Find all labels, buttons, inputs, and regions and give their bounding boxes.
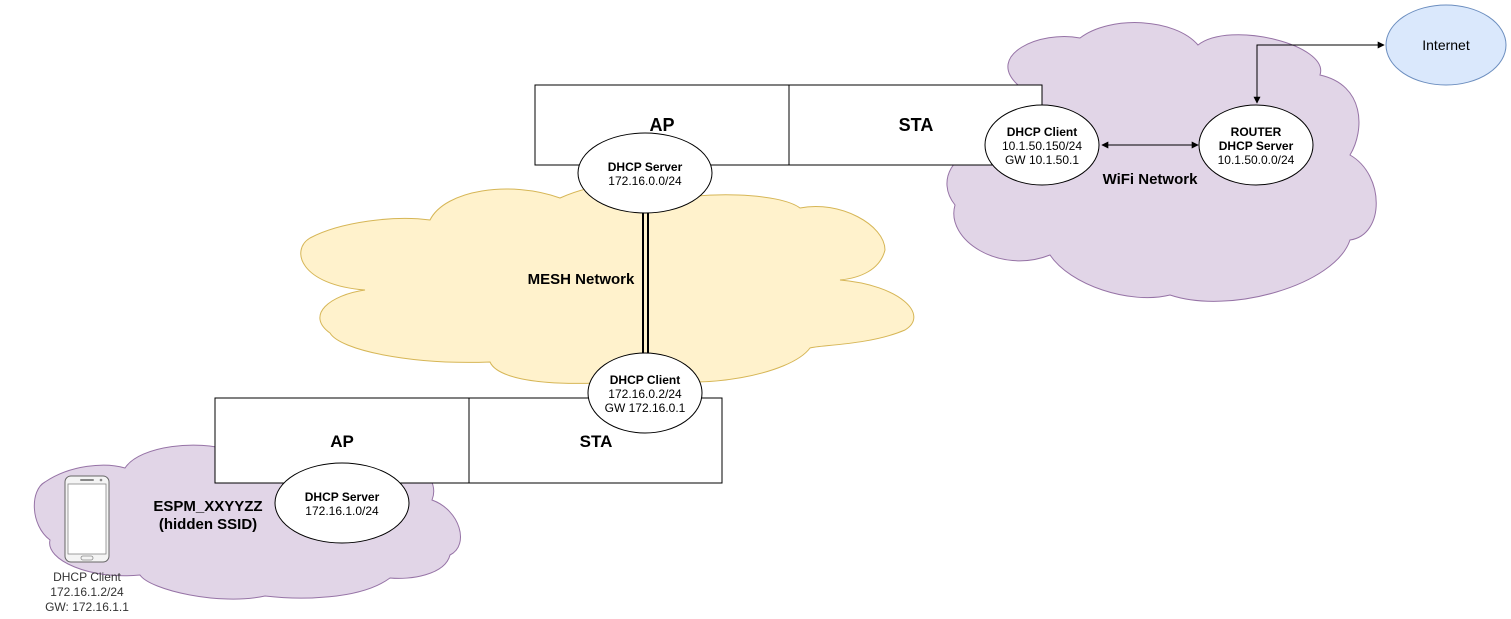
internet-node <box>1385 4 1507 86</box>
phone-client-title: DHCP Client <box>53 570 121 584</box>
hidden-ssid-name: ESPM_XXYYZZ <box>153 498 262 515</box>
wifi-network-label: WiFi Network <box>1103 171 1199 188</box>
bottom-sta-label: STA <box>580 432 613 451</box>
hidden-ssid-note: (hidden SSID) <box>159 516 257 533</box>
bottom-dhcp-client-gw: GW 172.16.0.1 <box>605 401 686 415</box>
router-internet-link <box>1253 41 1385 104</box>
phone-client-gw: GW: 172.16.1.1 <box>45 600 129 614</box>
top-dhcp-server-node <box>577 132 713 214</box>
router-title: ROUTER <box>1231 125 1282 139</box>
smartphone-icon <box>64 475 110 563</box>
mesh-network-label: MESH Network <box>528 271 635 288</box>
bottom-dhcp-server-subnet: 172.16.1.0/24 <box>305 504 379 518</box>
bottom-dhcp-server-title: DHCP Server <box>305 490 380 504</box>
top-sta-label: STA <box>899 115 934 135</box>
phone-client-ip: 172.16.1.2/24 <box>50 585 124 599</box>
router-subnet: 10.1.50.0.0/24 <box>1218 153 1295 167</box>
bottom-ap-label: AP <box>330 432 354 451</box>
top-dhcp-client-ip: 10.1.50.150/24 <box>1002 139 1082 153</box>
bottom-dhcp-client-ip: 172.16.0.2/24 <box>608 387 682 401</box>
bottom-dhcp-client-node <box>587 352 703 434</box>
top-ap-label: AP <box>649 115 674 135</box>
router-role: DHCP Server <box>1219 139 1294 153</box>
top-dhcp-client-gw: GW 10.1.50.1 <box>1005 153 1079 167</box>
top-dhcp-server-subnet: 172.16.0.0/24 <box>608 174 682 188</box>
internet-label: Internet <box>1422 37 1470 53</box>
top-dhcp-server-title: DHCP Server <box>608 160 683 174</box>
bottom-dhcp-client-title: DHCP Client <box>610 373 680 387</box>
bottom-dhcp-server-node <box>274 462 410 544</box>
top-dhcp-client-title: DHCP Client <box>1007 125 1077 139</box>
router-node <box>1198 104 1314 186</box>
top-dhcp-client-node <box>984 104 1100 186</box>
